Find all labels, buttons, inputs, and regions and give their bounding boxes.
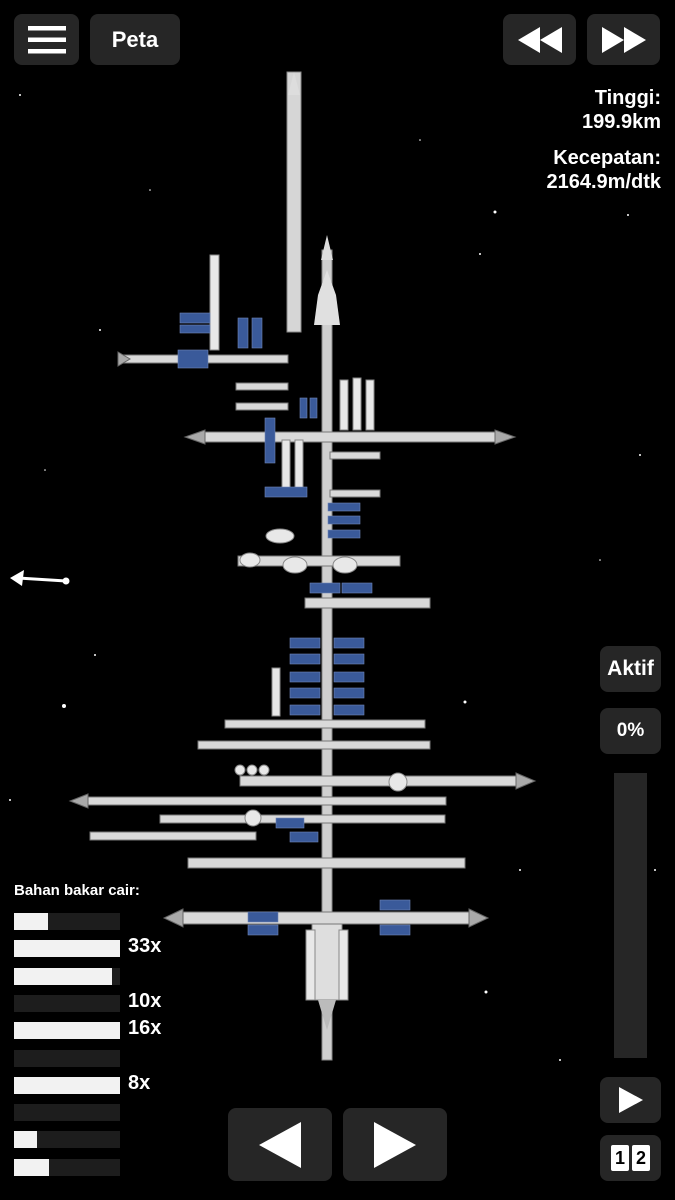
rewind-button[interactable] [503,14,576,65]
map-button[interactable]: Peta [90,14,180,65]
fuel-gauge-fill [14,1131,37,1148]
part-select-button[interactable]: 1 2 [600,1135,661,1181]
active-label: Aktif [607,657,654,680]
station-vertical-spine [286,71,343,1061]
velocity-value: 2164.9m/dtk [546,171,661,193]
play-icon [618,1087,643,1113]
part-select-1: 1 [611,1145,629,1171]
fuel-gauge-track [14,1050,120,1067]
previous-button[interactable] [228,1108,332,1181]
throttle-value: 0% [616,720,645,741]
fuel-gauge-multiplier: 33x [128,935,162,957]
fast-forward-icon [601,26,646,53]
part-select-2: 2 [632,1145,650,1171]
station-engines [68,351,537,928]
station-modules [209,254,408,1001]
fuel-gauge-multiplier: 8x [128,1072,151,1094]
hamburger-icon [27,25,66,53]
fuel-gauge-track [14,1104,120,1121]
play-button[interactable] [600,1077,661,1123]
altitude-label: Tinggi: [594,87,661,109]
velocity-label: Kecepatan: [553,147,661,169]
fuel-gauge-track [14,940,120,957]
fuel-gauge-fill [14,1022,120,1039]
altitude-readout: Tinggi: 199.9km [582,86,661,134]
fuel-gauge-multiplier: 16x [128,1017,162,1039]
altitude-value: 199.9km [582,111,661,133]
station-solar-panels [177,312,411,936]
fuel-gauge-multiplier: 10x [128,990,162,1012]
fast-forward-button[interactable] [587,14,660,65]
fuel-gauge-track [14,1131,120,1148]
fuel-gauge-fill [14,940,120,957]
velocity-readout: Kecepatan: 2164.9m/dtk [546,146,661,194]
fuel-gauge-track [14,1159,120,1176]
arrow-left-icon [259,1121,301,1168]
fuel-gauge-fill [14,913,48,930]
fuel-label: Bahan bakar cair: [14,882,140,899]
throttle-slider[interactable] [614,773,647,1058]
arrow-right-icon [374,1121,416,1168]
fuel-gauge-track [14,968,120,985]
fuel-gauge-fill [14,1077,120,1094]
map-button-label: Peta [111,26,159,52]
prograde-arrow-icon [10,570,70,586]
throttle-readout: 0% [600,708,661,754]
menu-button[interactable] [14,14,79,65]
fuel-gauge-fill [14,968,112,985]
fuel-gauge-fill [14,1159,49,1176]
next-button[interactable] [343,1108,447,1181]
fuel-gauge-track [14,1022,120,1039]
rewind-icon [517,26,562,53]
active-button[interactable]: Aktif [600,646,661,692]
fuel-gauge-track [14,995,120,1012]
fuel-gauge-track [14,1077,120,1094]
fuel-gauge-track [14,913,120,930]
